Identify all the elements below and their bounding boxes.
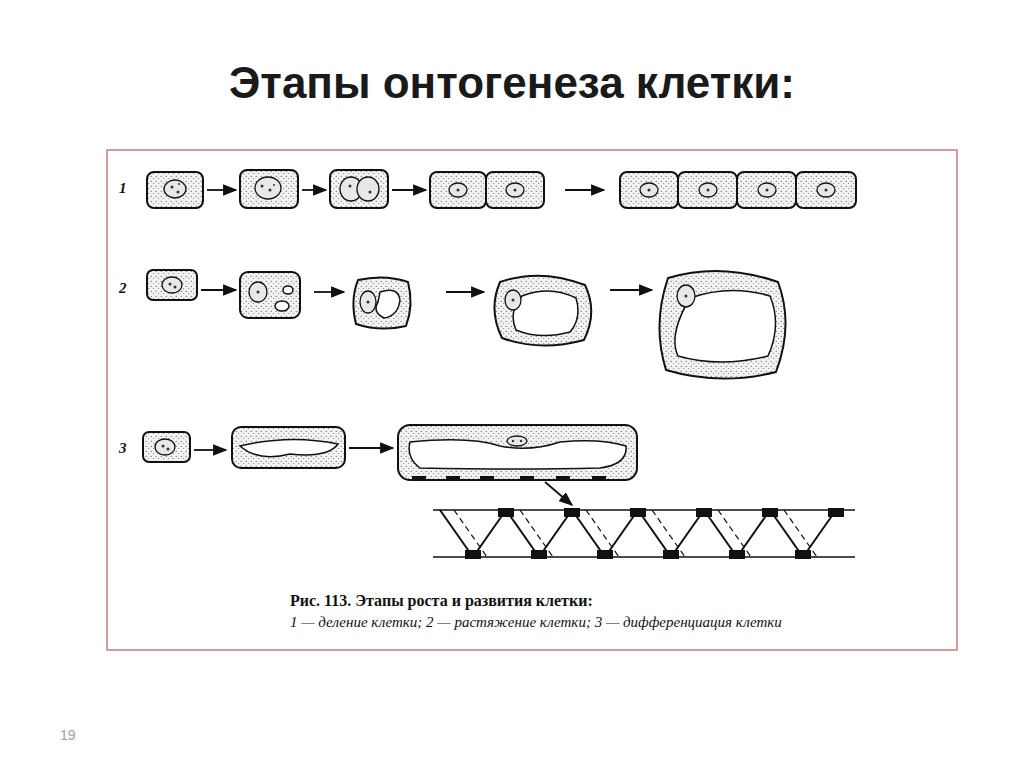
figure-frame [107,150,957,650]
row-number: 2 [118,280,128,297]
slide-number: 19 [60,727,76,743]
row-number: 1 [118,180,128,197]
caption-legend: 1 — деление клетки; 2 — растяжение клетк… [290,614,782,631]
figure-caption: Рис. 113. Этапы роста и развития клетки: [290,592,593,610]
slide-title: Этапы онтогенеза клетки: [0,58,1024,108]
row-number: 3 [118,440,128,457]
